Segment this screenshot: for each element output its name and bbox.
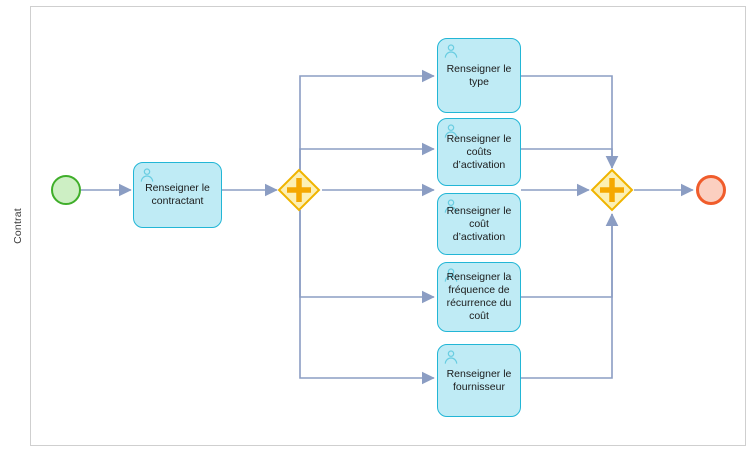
task-renseigner-le-couts-activation[interactable]: Renseigner le coûts d’activation bbox=[437, 118, 521, 186]
task-renseigner-le-cout-activation[interactable]: Renseigner le coût d’activation bbox=[437, 193, 521, 255]
user-task-icon bbox=[444, 124, 458, 138]
user-task-icon bbox=[444, 199, 458, 213]
end-event[interactable] bbox=[696, 175, 726, 205]
task-label: Renseigner le fournisseur bbox=[446, 367, 512, 393]
pool-label: Contrat bbox=[11, 208, 24, 244]
task-renseigner-la-frequence-recurrence-cout[interactable]: Renseigner la fréquence de récurrence du… bbox=[437, 262, 521, 332]
task-label: Renseigner le coût d’activation bbox=[446, 204, 512, 243]
task-renseigner-le-type[interactable]: Renseigner le type bbox=[437, 38, 521, 113]
user-task-icon bbox=[444, 350, 458, 364]
task-label: Renseigner la fréquence de récurrence du… bbox=[446, 271, 512, 322]
parallel-gateway-split[interactable] bbox=[277, 168, 321, 212]
parallel-gateway-join[interactable] bbox=[590, 168, 634, 212]
task-label: Renseigner le coûts d’activation bbox=[446, 132, 512, 171]
pool-contrat bbox=[5, 6, 746, 446]
task-renseigner-le-fournisseur[interactable]: Renseigner le fournisseur bbox=[437, 344, 521, 417]
user-task-icon bbox=[444, 44, 458, 58]
task-renseigner-le-contractant[interactable]: Renseigner le contractant bbox=[133, 162, 222, 228]
pool-header: Contrat bbox=[5, 6, 31, 446]
task-label: Renseigner le contractant bbox=[145, 182, 210, 207]
start-event[interactable] bbox=[51, 175, 81, 205]
task-label: Renseigner le type bbox=[446, 62, 512, 88]
user-task-icon bbox=[140, 168, 154, 182]
user-task-icon bbox=[444, 268, 458, 282]
